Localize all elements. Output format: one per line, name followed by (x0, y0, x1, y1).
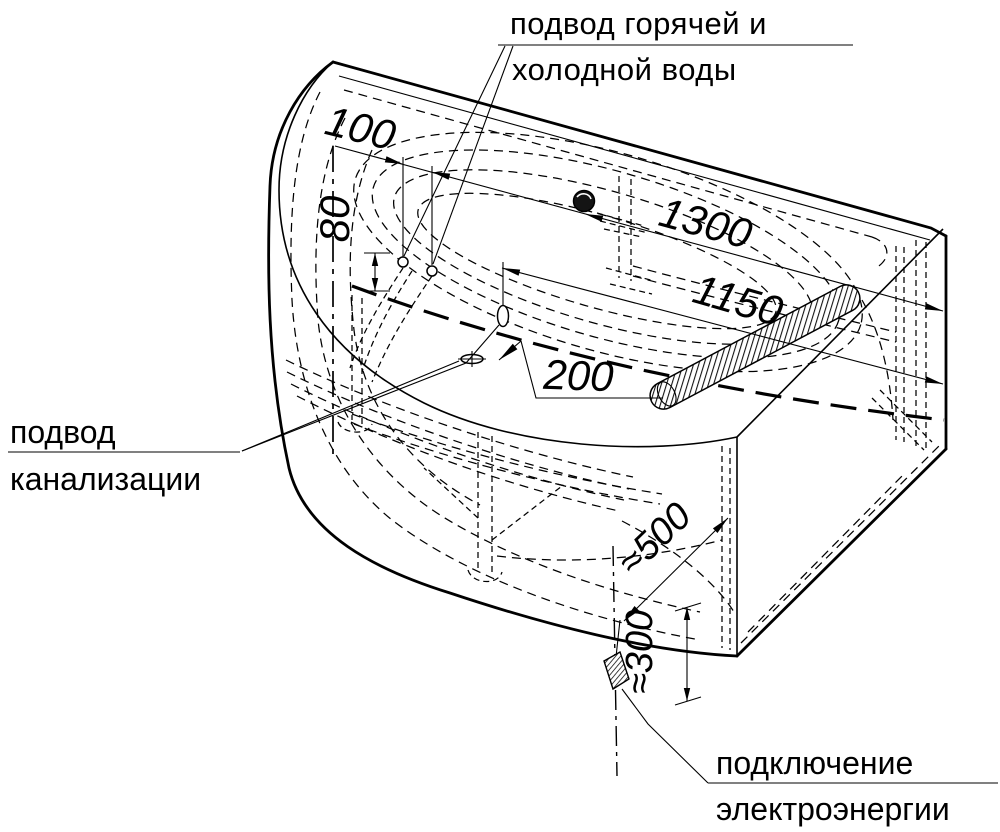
arrowhead (432, 172, 451, 180)
arrowhead (624, 606, 640, 621)
dim-line-1150 (501, 267, 944, 385)
apron-contours (290, 91, 701, 641)
arrowhead (384, 156, 403, 164)
water-leader-1 (403, 45, 506, 257)
dimension-80: 80 (311, 195, 390, 292)
faucet (572, 189, 649, 238)
sewage-label-line2: канализации (10, 461, 201, 497)
dim-line-chain (334, 145, 944, 312)
dim-line-500 (623, 517, 729, 622)
dim-1300: 1300 (655, 188, 758, 258)
frame-legs (337, 176, 927, 650)
piping (285, 267, 940, 644)
water-connection-points (397, 45, 514, 277)
sewage-pipe-stub (496, 304, 510, 328)
power-terminal-plate (603, 650, 630, 691)
dim-leader-200 (520, 340, 663, 399)
sewage-label-line1: подвод (10, 414, 116, 450)
drain-outlet (241, 262, 510, 452)
dimension-200: 200 (498, 340, 663, 400)
top-back-edge (331, 60, 948, 238)
topface-right-edge (736, 228, 944, 438)
label-water-supply: подвод горячей и холодной воды (498, 6, 853, 87)
power-leader (621, 688, 709, 784)
cold-water-point (426, 265, 438, 277)
bottom-right-edge (735, 447, 948, 658)
headrest (649, 284, 861, 410)
dim-200: 200 (542, 351, 615, 400)
arrowhead (371, 278, 379, 291)
arrowhead (585, 214, 604, 222)
hot-water-point (397, 256, 409, 268)
power-connection-box (603, 650, 709, 784)
water-supply-label-line2: холодной воды (512, 52, 737, 87)
water-supply-label-line1: подвод горячей и (510, 6, 767, 41)
power-label-line1: подключение (716, 745, 913, 781)
headrest-pillow (649, 284, 861, 410)
arrowhead (924, 303, 943, 311)
power-label-line2: электроэнергии (716, 791, 950, 827)
apron-silhouette (267, 60, 739, 658)
arrowhead (371, 253, 379, 266)
water-leader-2 (432, 45, 514, 265)
dim-1150: 1150 (688, 265, 788, 335)
dimension-300: ≈300 (619, 602, 702, 706)
arrowhead (924, 376, 943, 384)
label-power: подключение электроэнергии (708, 745, 998, 827)
sewage-leader-1 (241, 360, 460, 452)
arrowhead (499, 343, 518, 360)
dim-80: 80 (311, 195, 358, 242)
wall-inner-edge (338, 75, 931, 241)
enclosure-outline (267, 60, 948, 658)
arrowhead (683, 688, 691, 701)
arrowhead (502, 268, 521, 276)
rim-arc (278, 61, 738, 448)
arrowhead (712, 518, 728, 533)
tub-axis-dashed (351, 284, 945, 422)
dim-500: ≈500 (610, 495, 700, 584)
sewage-leader-2 (241, 324, 500, 452)
label-sewage: подвод канализации (8, 414, 240, 497)
arrowhead (683, 607, 691, 620)
